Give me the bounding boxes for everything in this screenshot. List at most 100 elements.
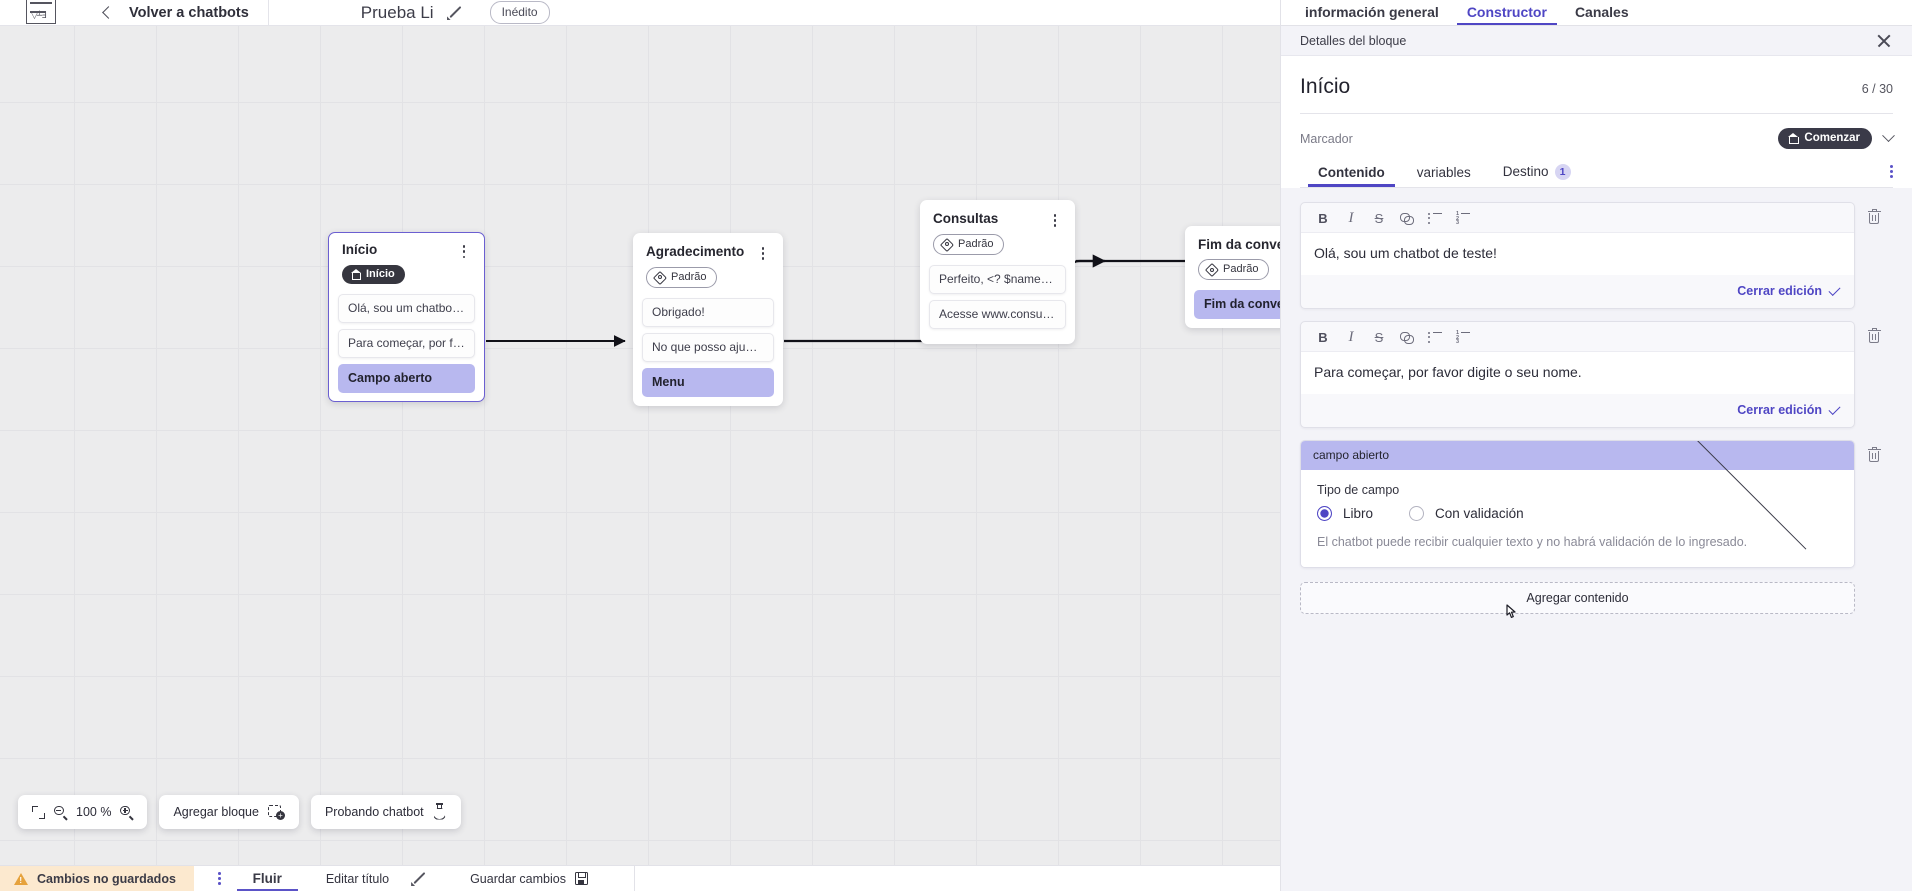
close-icon[interactable]: [1876, 33, 1892, 49]
italic-icon[interactable]: I: [1348, 209, 1354, 226]
tab-variables[interactable]: variables: [1416, 164, 1471, 180]
node-message[interactable]: Acesse www.consultas.com par...: [929, 299, 1066, 329]
marker-chip[interactable]: Comenzar: [1778, 128, 1872, 149]
flask-icon: [433, 803, 447, 820]
add-block-label: Agregar bloque: [173, 805, 259, 819]
unsaved-changes-label: Cambios no guardados: [37, 871, 176, 886]
close-edit-button[interactable]: Cerrar edición: [1737, 402, 1841, 417]
zoom-in-icon[interactable]: [120, 805, 134, 820]
logo-icon[interactable]: ▽┴Ⅎ: [26, 0, 56, 24]
radio-con-validacion[interactable]: [1409, 506, 1425, 521]
tab-informacion-general[interactable]: información general: [1305, 4, 1439, 20]
pencil-icon[interactable]: [447, 5, 462, 20]
close-edit-button[interactable]: Cerrar edición: [1737, 283, 1841, 298]
topbar-divider: [268, 0, 269, 26]
fit-screen-icon[interactable]: [32, 805, 45, 819]
field-header[interactable]: campo abierto: [1301, 441, 1854, 555]
back-chevron-icon[interactable]: [102, 6, 115, 19]
node-input-pill[interactable]: Menu: [642, 367, 774, 397]
italic-icon[interactable]: I: [1348, 328, 1354, 345]
marker-row: Marcador Comenzar: [1300, 114, 1895, 149]
save-changes-button[interactable]: Guardar cambios: [470, 872, 588, 886]
field-body: Tipo de campo Libro Con validación El ch…: [1301, 470, 1854, 568]
link-icon[interactable]: [1393, 208, 1421, 228]
close-edit-label: Cerrar edición: [1737, 403, 1822, 417]
node-message[interactable]: Perfeito, <? $name ?>!: [929, 264, 1066, 294]
tab-constructor[interactable]: Constructor: [1453, 4, 1561, 25]
status-badge: 1: [1554, 164, 1571, 180]
unsaved-changes-banner: Cambios no guardados: [0, 865, 194, 891]
node-message[interactable]: Para começar, por favor digite o ...: [338, 329, 475, 359]
test-chatbot-label: Probando chatbot: [324, 805, 424, 819]
node-header: Agradecimento: [633, 242, 783, 260]
strikethrough-icon[interactable]: S: [1374, 210, 1384, 226]
chevron-down-icon[interactable]: [1882, 129, 1895, 143]
more-options-icon[interactable]: [1890, 164, 1893, 187]
node-tag-row: Padrão: [1185, 252, 1335, 283]
flow-node-consultas[interactable]: Consultas Padrão Perfeito, <? $name ?>! …: [920, 200, 1075, 344]
trash-icon: [1867, 209, 1881, 224]
node-title: Fim da conversa: [1198, 237, 1305, 252]
flow-node-inicio[interactable]: Início Início Olá, sou um chatbot de tes…: [328, 232, 485, 402]
mouse-cursor: [1505, 604, 1519, 622]
warning-icon: [14, 872, 28, 885]
node-message[interactable]: No que posso ajudar, <? $name ...: [642, 332, 774, 362]
node-tag-label: Início: [366, 268, 395, 281]
divider: [1300, 113, 1893, 114]
logo-glyph: ▽┴Ⅎ: [31, 11, 46, 21]
node-header: Início: [329, 240, 484, 259]
trash-icon: [1867, 328, 1881, 343]
editor-text-value[interactable]: Para começar, por favor digite o seu nom…: [1301, 352, 1854, 394]
bullet-list-icon[interactable]: [1421, 208, 1449, 228]
tab-canales[interactable]: Canales: [1574, 4, 1629, 20]
node-tag-default[interactable]: Padrão: [933, 233, 1005, 255]
zoom-level: 100 %: [76, 805, 112, 819]
edit-title-label: Editar título: [325, 871, 390, 886]
home-icon: [350, 269, 362, 281]
field-type-options: Libro Con validación: [1317, 506, 1838, 521]
node-tag-default[interactable]: Padrão: [646, 266, 718, 288]
tab-contenido[interactable]: Contenido: [1302, 165, 1401, 187]
bot-title: Prueba Li: [360, 2, 434, 22]
bullet-list-icon[interactable]: [1421, 327, 1449, 347]
node-message[interactable]: Olá, sou um chatbot de teste!: [338, 294, 475, 324]
tab-fluir[interactable]: Fluir: [236, 866, 299, 891]
back-to-chatbots-link[interactable]: Volver a chatbots: [129, 4, 249, 21]
link-icon[interactable]: [1393, 327, 1421, 347]
edit-title-button[interactable]: Editar título: [326, 871, 426, 886]
more-options-icon[interactable]: [217, 872, 221, 885]
bold-icon[interactable]: B: [1318, 329, 1328, 345]
tag-icon: [1207, 264, 1218, 275]
node-tag-default[interactable]: Padrão: [1198, 259, 1270, 280]
zoom-controls: 100 %: [18, 795, 148, 829]
flow-node-agradecimento[interactable]: Agradecimento Padrão Obrigado! No que po…: [633, 233, 783, 406]
open-field-card[interactable]: campo abierto Tipo de campo Libro Con va…: [1300, 440, 1855, 569]
delete-block-button[interactable]: [1855, 440, 1893, 462]
test-chatbot-button[interactable]: Probando chatbot: [310, 795, 461, 829]
node-menu-icon[interactable]: [756, 244, 770, 260]
node-menu-icon[interactable]: [1048, 211, 1062, 227]
add-content-button[interactable]: Agregar contenido: [1300, 582, 1855, 619]
node-tag-label: Padrão: [958, 237, 994, 250]
bold-icon[interactable]: B: [1318, 210, 1328, 226]
node-message[interactable]: Obrigado!: [642, 297, 774, 327]
delete-block-button[interactable]: [1855, 202, 1893, 224]
add-block-icon: +: [267, 805, 285, 820]
zoom-out-icon[interactable]: [54, 805, 67, 820]
editor-text-value[interactable]: Olá, sou um chatbot de teste!: [1301, 233, 1854, 275]
trash-icon: [1867, 447, 1881, 462]
add-block-button[interactable]: Agregar bloque +: [159, 795, 299, 829]
node-menu-icon[interactable]: [457, 242, 471, 259]
node-input-pill[interactable]: Campo aberto: [338, 364, 475, 394]
radio-libro[interactable]: [1317, 506, 1332, 521]
panel-header-title: Detalles del bloque: [1300, 33, 1407, 48]
strikethrough-icon[interactable]: S: [1374, 329, 1384, 345]
node-tag-start[interactable]: Início: [342, 265, 405, 285]
delete-block-button[interactable]: [1855, 321, 1893, 343]
